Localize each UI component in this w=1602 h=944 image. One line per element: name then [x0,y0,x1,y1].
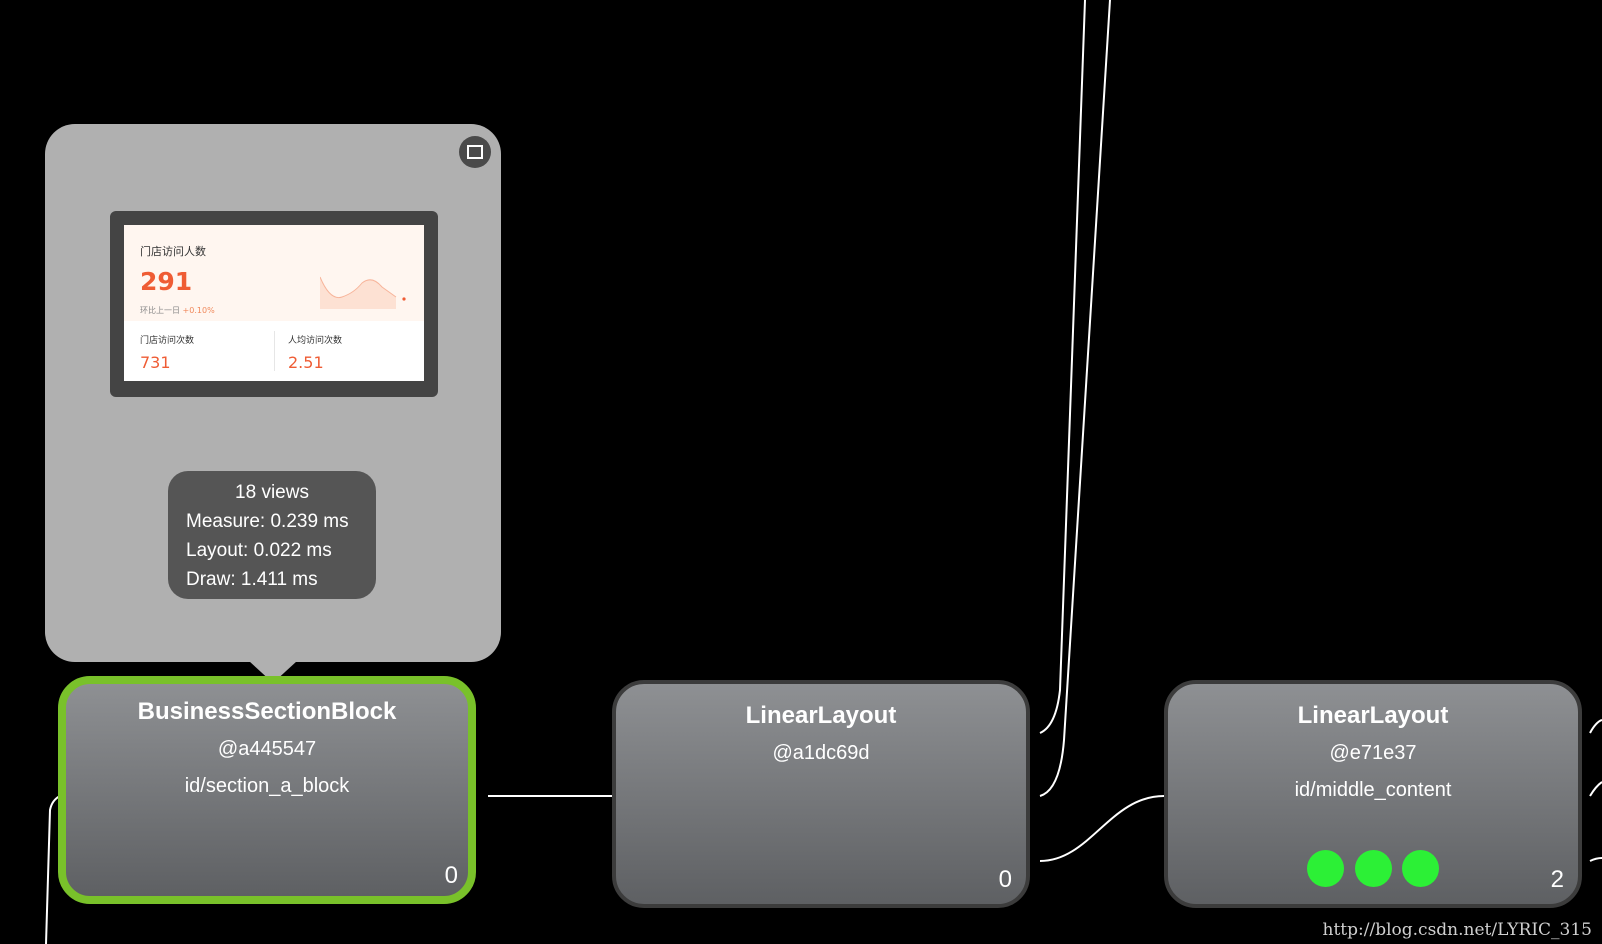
node-child-count: 0 [998,866,1012,893]
sparkline-graphic [320,276,406,309]
stats-view-count: 18 views [235,482,309,503]
view-preview-popup: 门店访问人数 291 环比上一日 +0.10% 门店访问次数 731 人均访问次… [45,124,501,662]
view-node-business-section-block[interactable]: BusinessSectionBlock @a445547 id/section… [58,676,476,904]
preview-stat-right-label: 人均访问次数 [288,336,343,346]
view-node-linear-layout-e71e37[interactable]: LinearLayout @e71e37 id/middle_content 2 [1164,680,1582,908]
view-node-linear-layout-a1dc69d[interactable]: LinearLayout @a1dc69d 0 [612,680,1030,908]
view-screenshot-preview: 门店访问人数 291 环比上一日 +0.10% 门店访问次数 731 人均访问次… [110,211,438,397]
layout-indicator-icon [1354,850,1392,887]
node-view-id: id/section_a_block [184,775,350,797]
preview-screen: 门店访问人数 291 环比上一日 +0.10% 门店访问次数 731 人均访问次… [124,225,424,381]
expand-preview-button[interactable] [459,136,491,168]
preview-compare-value: +0.10% [182,306,215,315]
maximize-icon [467,145,483,159]
node-class-name: LinearLayout [745,702,897,729]
connector-line [1589,719,1602,734]
stats-measure: Measure: 0.239 ms [186,511,349,532]
node-view-id: id/middle_content [1294,779,1452,801]
node-hash: @e71e37 [1329,742,1417,764]
connector-line [1039,0,1111,797]
preview-stat-left-label: 门店访问次数 [140,336,195,346]
node-class-name: BusinessSectionBlock [137,698,397,725]
node-class-name: LinearLayout [1297,702,1449,729]
connector-line [1589,781,1602,797]
preview-compare-label: 环比上一日 [140,306,180,315]
node-child-count: 0 [444,862,458,889]
draw-indicator-icon [1401,850,1439,887]
preview-title: 门店访问人数 [140,245,206,258]
node-child-count: 2 [1550,866,1564,893]
connector-line [1039,795,1165,862]
stats-draw: Draw: 1.411 ms [186,569,318,590]
preview-stat-right-value: 2.51 [288,353,324,372]
preview-big-value: 291 [140,267,193,296]
measure-indicator-icon [1307,850,1345,887]
node-hash: @a1dc69d [772,742,870,764]
preview-divider [274,331,275,371]
node-hash: @a445547 [217,738,317,760]
preview-compare: 环比上一日 +0.10% [140,305,215,316]
connector-line [1039,0,1086,734]
stats-layout: Layout: 0.022 ms [186,540,332,561]
performance-indicators [1168,850,1578,892]
watermark-text: http://blog.csdn.net/LYRIC_315 [1322,920,1592,940]
preview-stat-left-value: 731 [140,353,171,372]
render-stats-box: 18 views Measure: 0.239 ms Layout: 0.022… [168,471,376,599]
connector-line [1589,857,1602,862]
